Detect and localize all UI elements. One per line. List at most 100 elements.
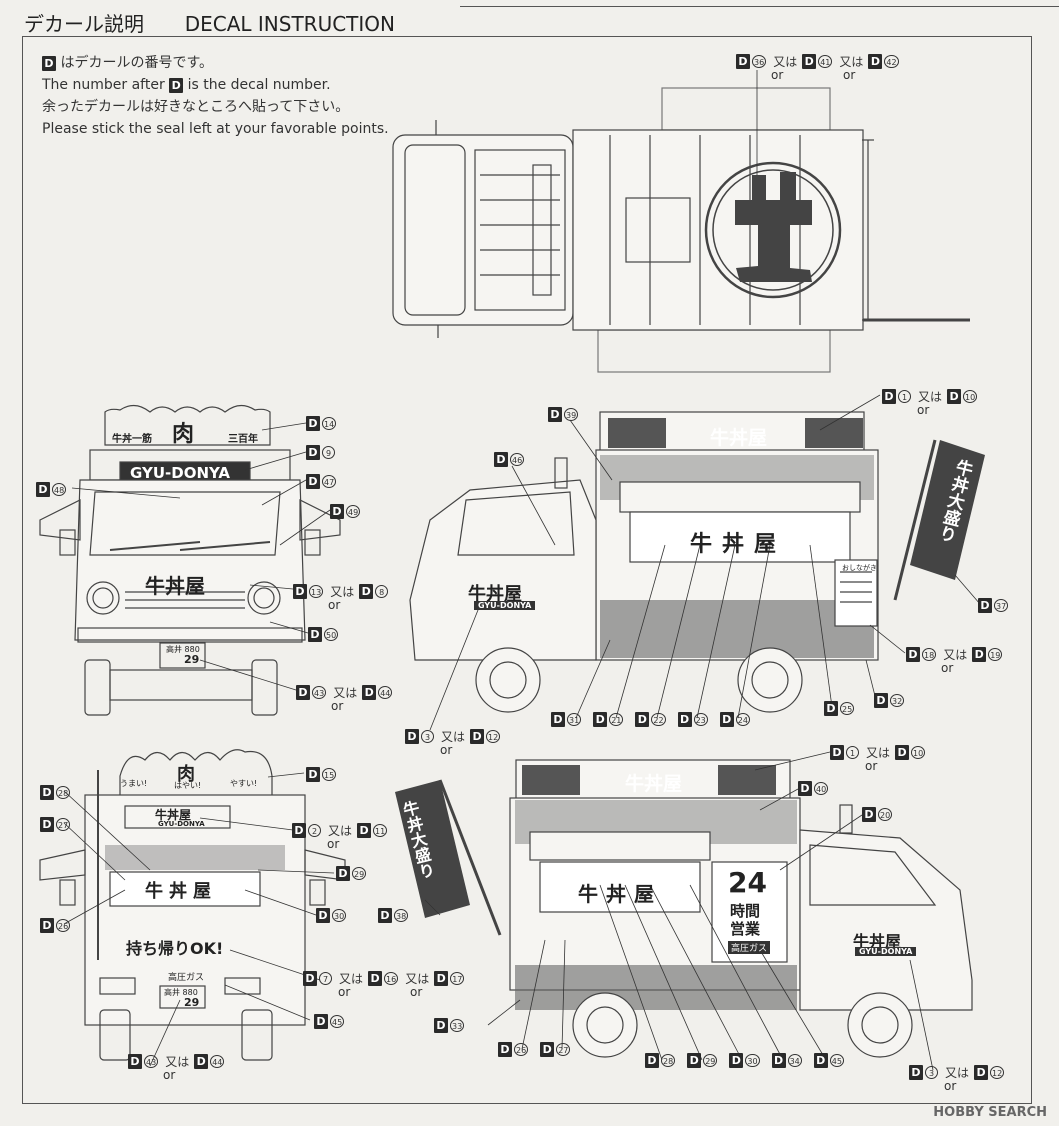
or-en-text: or <box>941 661 954 675</box>
decal-number: 27 <box>56 818 71 831</box>
front-plate-num: 29 <box>184 653 200 666</box>
decal-marker-icon: D <box>593 712 608 727</box>
side-view-2-truck <box>395 759 973 1058</box>
side2-door-text: 牛丼屋 <box>853 932 902 951</box>
decal-number: 16 <box>384 972 399 985</box>
decal-marker-icon: D <box>434 1018 448 1033</box>
side-lanterns-text: 牛丼屋 <box>690 532 787 557</box>
decal-marker-icon: D <box>551 712 565 727</box>
or-jp-text: 又は <box>339 972 364 986</box>
decal-number: 30 <box>745 1054 760 1067</box>
decal-marker-icon: D <box>368 971 383 986</box>
or-en-text: or <box>917 403 930 417</box>
or-jp-text: 又は <box>839 55 864 69</box>
decal-marker-icon: D <box>798 781 812 796</box>
decal-marker-icon: D <box>868 54 883 69</box>
decal-marker-icon: D <box>303 971 317 986</box>
side-door-gyudonya: GYU-DONYA <box>474 601 536 610</box>
or-jp-text: 又は <box>918 390 943 404</box>
rear-gas-text: 高圧ガス <box>168 973 205 983</box>
side2-gas-text: 高圧ガス <box>728 941 771 954</box>
decal-number: 1 <box>846 746 859 759</box>
side-door-text: 牛丼屋 <box>468 584 522 605</box>
or-jp-text: 又は <box>943 648 968 662</box>
decal-number: 21 <box>609 713 624 726</box>
decal-number: 15 <box>322 768 337 781</box>
decal-number: 45 <box>330 1015 345 1028</box>
decal-marker-icon: D <box>645 1053 659 1068</box>
or-jp-text: 又は <box>866 746 891 760</box>
or-en-text: or <box>327 837 340 851</box>
or-jp-text: 又は <box>441 730 466 744</box>
title-jp: デカール説明 <box>24 12 144 36</box>
decal-number: 30 <box>332 909 347 922</box>
decal-marker-icon: D <box>434 971 449 986</box>
decal-marker-icon: D <box>296 685 310 700</box>
rear-view-truck <box>39 749 346 1061</box>
note-text: is the decal number. <box>187 77 331 93</box>
decal-marker-icon: D <box>771 1053 786 1068</box>
decal-marker-icon: D <box>494 452 508 467</box>
decal-marker-icon: D <box>895 745 910 760</box>
decal-number: 10 <box>963 390 978 403</box>
decal-number: 43 <box>312 686 327 699</box>
decal-number: 17 <box>450 972 465 985</box>
decal-marker-icon: D <box>293 584 307 599</box>
page-title: デカール説明 DECAL INSTRUCTION <box>24 8 395 37</box>
decal-marker-icon: D <box>540 1042 555 1057</box>
decal-marker-icon: D <box>498 1042 512 1057</box>
decal-marker-icon: D <box>813 1053 828 1068</box>
or-jp-text: 又は <box>328 824 353 838</box>
or-en-text: or <box>944 1079 957 1093</box>
decal-marker-icon: D <box>169 77 184 93</box>
or-jp-text: 又は <box>405 972 430 986</box>
decal-number: 19 <box>988 648 1003 661</box>
decal-number: 14 <box>322 417 337 430</box>
front-gyudonya-sign: GYU-DONYA <box>130 464 231 482</box>
rear-plate-top: 高井 880 <box>164 988 198 997</box>
decal-number: 23 <box>693 713 708 726</box>
decal-number: 3 <box>421 730 434 743</box>
or-en-text: or <box>338 985 351 999</box>
front-sign-left: 牛丼一筋 <box>112 434 152 445</box>
or-jp-text: 又は <box>165 1055 190 1069</box>
front-sign-right: 三百年 <box>228 434 258 445</box>
notes-block: D はデカールの番号です。 The number after D is the … <box>42 52 389 140</box>
